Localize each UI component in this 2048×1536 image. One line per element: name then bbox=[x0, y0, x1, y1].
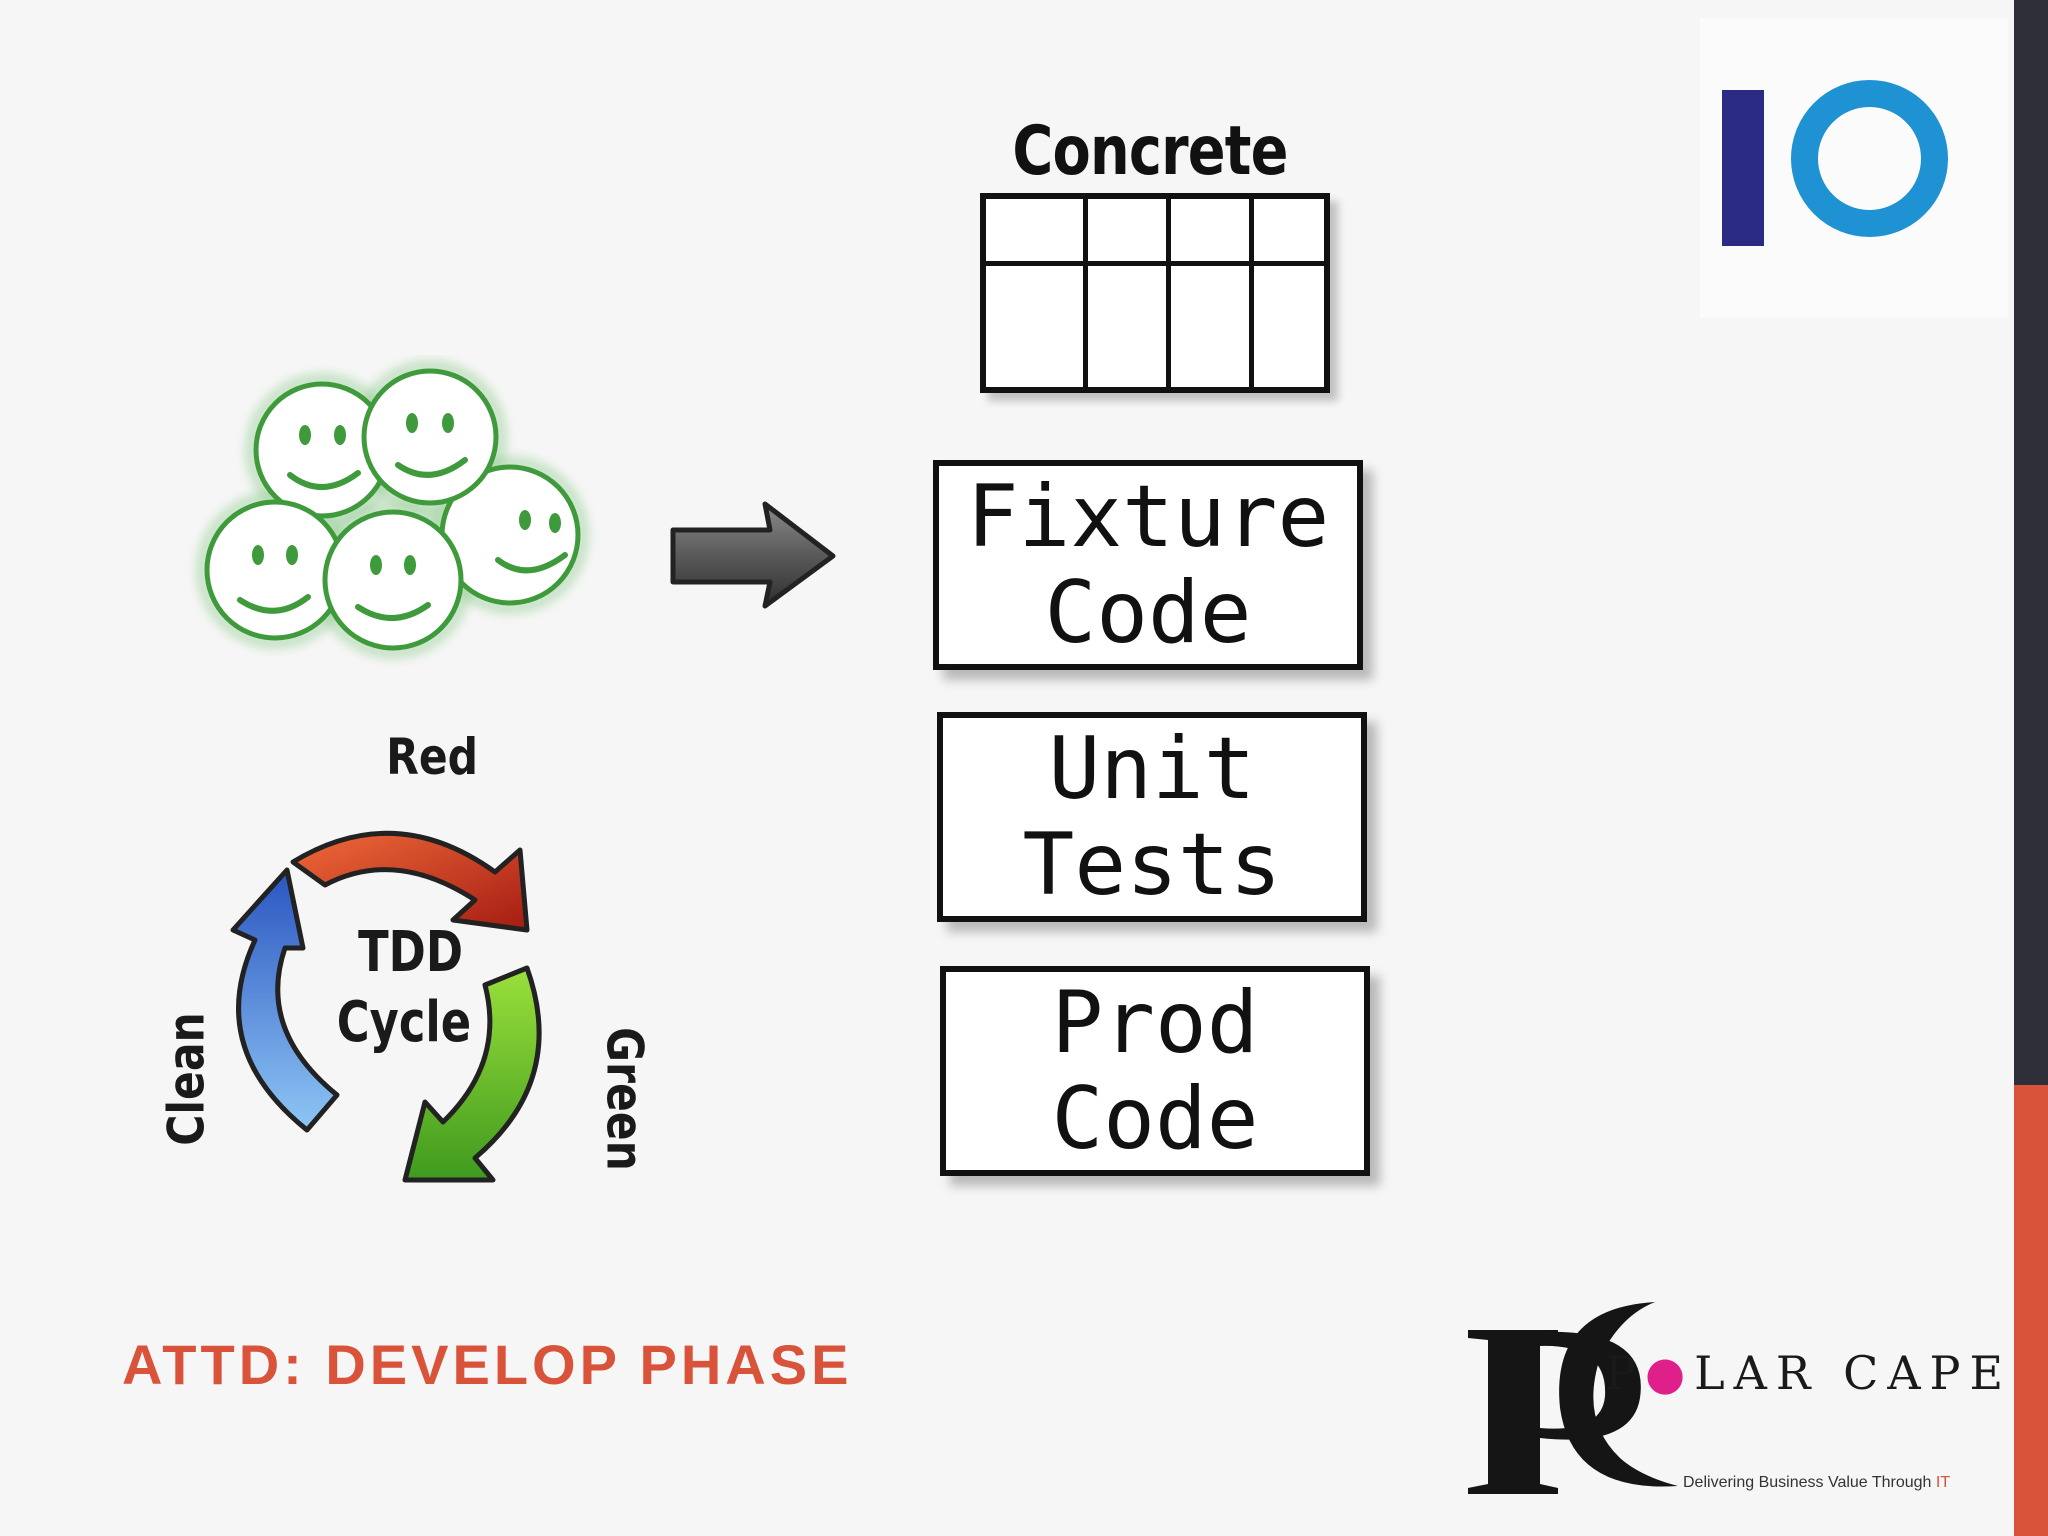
tagline-it: IT bbox=[1935, 1474, 1951, 1491]
tdd-center-line1: TDD bbox=[358, 920, 464, 985]
table-divider bbox=[1249, 199, 1254, 387]
slide-number: 10 bbox=[1722, 70, 1723, 71]
right-arrow-icon bbox=[670, 501, 836, 609]
smiley-face bbox=[196, 360, 589, 659]
prod-code-box: Prod Code bbox=[940, 966, 1370, 1176]
polar-cape-name: P●LAR CAPE bbox=[1605, 1346, 2012, 1400]
smiley-faces-group-icon bbox=[196, 360, 589, 659]
fixture-code-line2: Code bbox=[1044, 563, 1252, 663]
polar-cape-monogram-icon bbox=[1468, 1302, 1678, 1494]
slide-title: ATTD: DEVELOP PHASE bbox=[122, 1333, 853, 1396]
tdd-red-label: Red bbox=[386, 728, 479, 786]
unit-tests-box: Unit Tests bbox=[937, 712, 1367, 922]
slide-number-zero-glyph bbox=[1791, 80, 1948, 237]
polar-cape-tagline: Delivering Business Value Through IT bbox=[1683, 1474, 1950, 1492]
fixture-code-box: Fixture Code bbox=[933, 460, 1363, 670]
prod-code-line1: Prod bbox=[1051, 973, 1259, 1073]
table-divider bbox=[1166, 199, 1171, 387]
fixture-code-line1: Fixture bbox=[966, 467, 1330, 567]
polar-cape-dot-icon: ● bbox=[1644, 1346, 1695, 1400]
polar-cape-name-part2: LAR CAPE bbox=[1694, 1346, 2013, 1400]
slide-number-one-glyph bbox=[1722, 90, 1764, 246]
table-divider bbox=[1083, 199, 1088, 387]
tdd-cycle-arrows-icon bbox=[230, 830, 542, 1183]
polar-cape-name-part1: P bbox=[1605, 1346, 1645, 1400]
edge-bar-dark bbox=[2014, 0, 2048, 1085]
table-divider bbox=[986, 261, 1324, 266]
prod-code-line2: Code bbox=[1051, 1069, 1259, 1169]
concrete-tests-table bbox=[980, 193, 1330, 393]
unit-tests-line2: Tests bbox=[1022, 815, 1282, 915]
tdd-center-line2: Cycle bbox=[336, 990, 472, 1055]
tagline-main: Delivering Business Value Through bbox=[1683, 1474, 1936, 1491]
edge-bar-orange bbox=[2014, 1085, 2048, 1536]
unit-tests-line1: Unit bbox=[1048, 719, 1256, 819]
